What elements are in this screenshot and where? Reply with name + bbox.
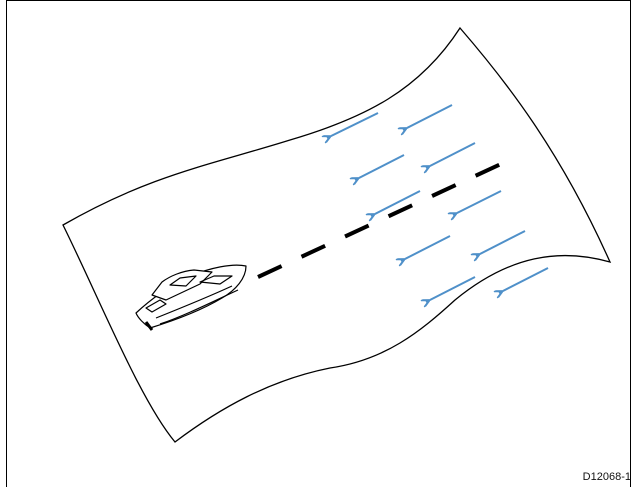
- boat-icon: [135, 264, 247, 331]
- current-arrow: [401, 235, 451, 261]
- figure-id-label: D12068-1: [582, 471, 631, 483]
- current-arrow: [426, 142, 476, 168]
- current-arrow: [453, 190, 502, 215]
- figure-frame: [6, 0, 631, 487]
- current-arrow: [371, 190, 421, 216]
- current-arrow: [327, 112, 379, 138]
- current-arrow: [403, 104, 453, 130]
- current-arrows: [327, 104, 549, 302]
- current-arrow: [355, 154, 405, 180]
- current-arrow: [499, 267, 549, 293]
- chart-sheet: [62, 26, 612, 443]
- current-arrow: [476, 230, 526, 256]
- current-arrow: [426, 276, 476, 302]
